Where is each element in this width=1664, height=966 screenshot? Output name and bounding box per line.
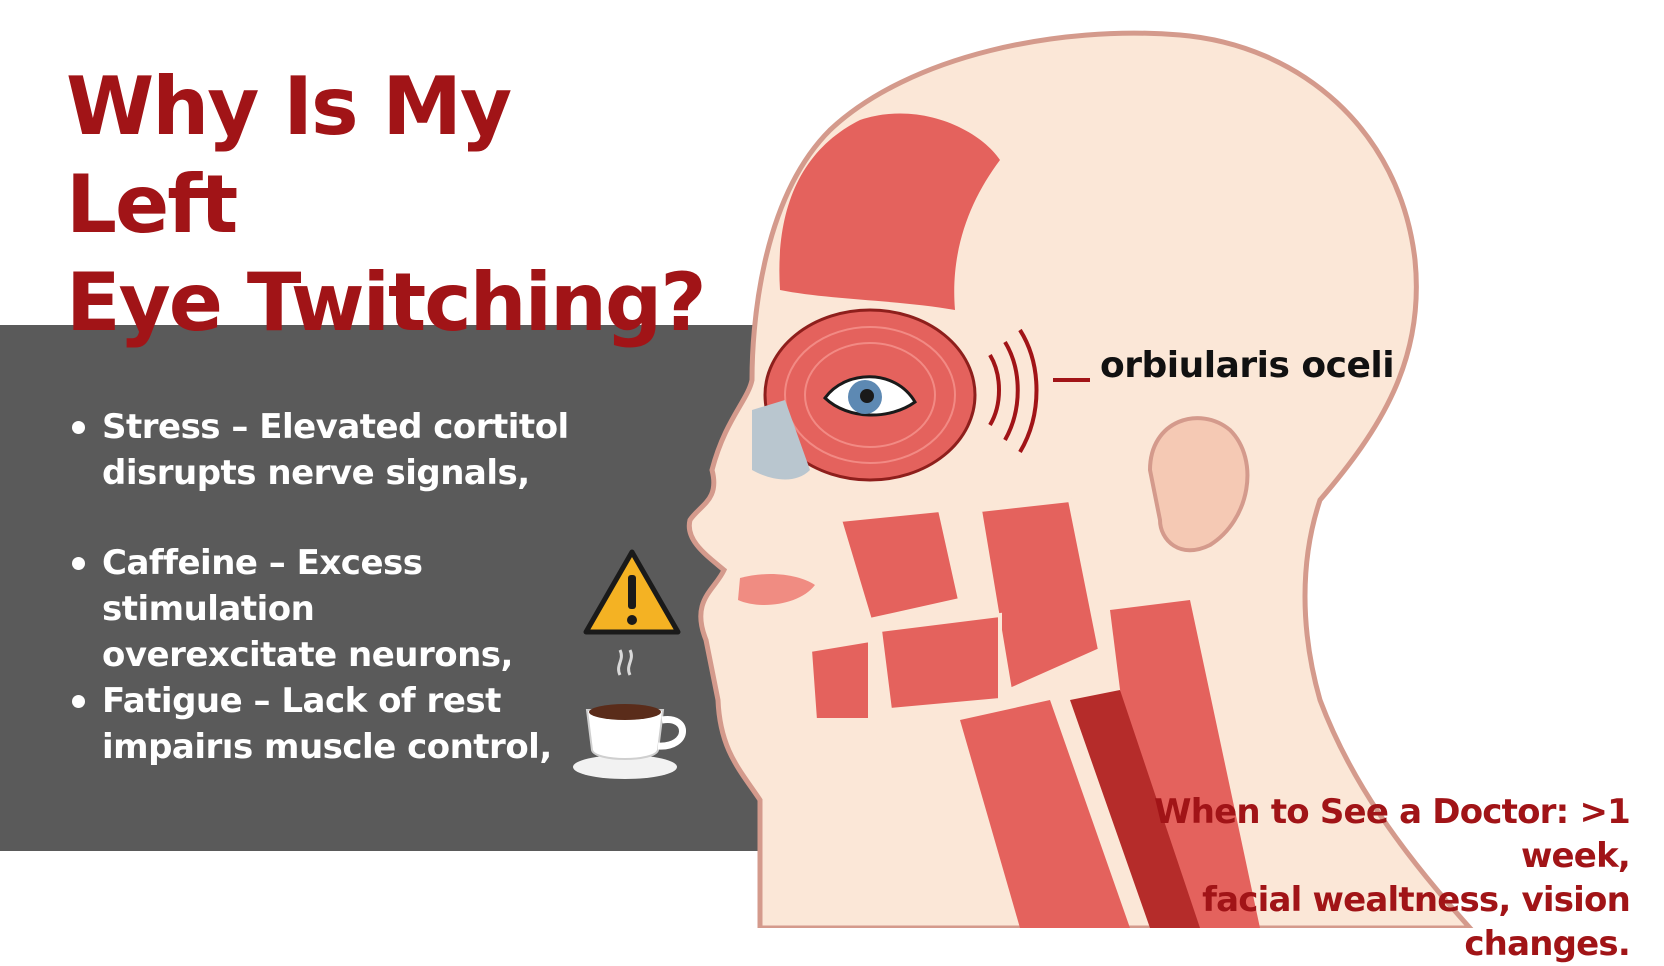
cause-item-stress: Stress – Elevated cortitol disrupts nerv… xyxy=(68,404,642,496)
cause-item-fatigue: Fatigue – Lack of rest impairıs muscle c… xyxy=(68,678,642,770)
cause-line-1: Caffeine – Excess stimulation xyxy=(102,543,423,629)
ear xyxy=(1147,416,1250,553)
bullet-dot xyxy=(72,695,85,708)
cause-line-2: overexcitate neurons, xyxy=(102,635,513,675)
neck-muscle-dark xyxy=(1070,690,1200,928)
twitch-wave-icon xyxy=(988,328,1039,454)
page-title: Why Is My Left Eye Twitching? xyxy=(66,58,707,352)
frontalis-muscle xyxy=(779,113,1000,310)
neck-muscle-left xyxy=(960,700,1130,928)
cause-line-2: disrupts nerve signals, xyxy=(102,453,530,493)
bullet-dot xyxy=(72,557,85,570)
title-line-1: Why Is My Left xyxy=(66,60,512,251)
buccinator-muscle xyxy=(877,612,1002,713)
nasal-cartilage xyxy=(752,400,810,480)
cause-line-1: Fatigue – Lack of rest xyxy=(102,681,501,721)
bullet-dot xyxy=(72,421,85,434)
doctor-note: When to See a Doctor: >1 week, facial we… xyxy=(1050,790,1631,966)
doctor-note-line-1: When to See a Doctor: >1 week, xyxy=(1154,792,1631,876)
coffee-cup-icon xyxy=(573,649,686,779)
muscle-label: orbiularis oceli xyxy=(1100,345,1395,386)
warning-icon xyxy=(583,549,681,635)
chin-muscle xyxy=(807,637,872,722)
zygomatic-muscle xyxy=(837,507,963,623)
cause-line-2: impairıs muscle control, xyxy=(102,727,552,767)
cause-line-1: Stress – Elevated cortitol xyxy=(102,407,569,447)
cause-item-caffeine: Caffeine – Excess stimulation overexcita… xyxy=(68,540,642,678)
lips xyxy=(738,574,815,605)
head-anatomy-illustration xyxy=(573,30,1474,928)
doctor-note-line-2: facial wealtness, vision changes. xyxy=(1202,880,1631,964)
title-line-2: Eye Twitching? xyxy=(66,256,707,349)
